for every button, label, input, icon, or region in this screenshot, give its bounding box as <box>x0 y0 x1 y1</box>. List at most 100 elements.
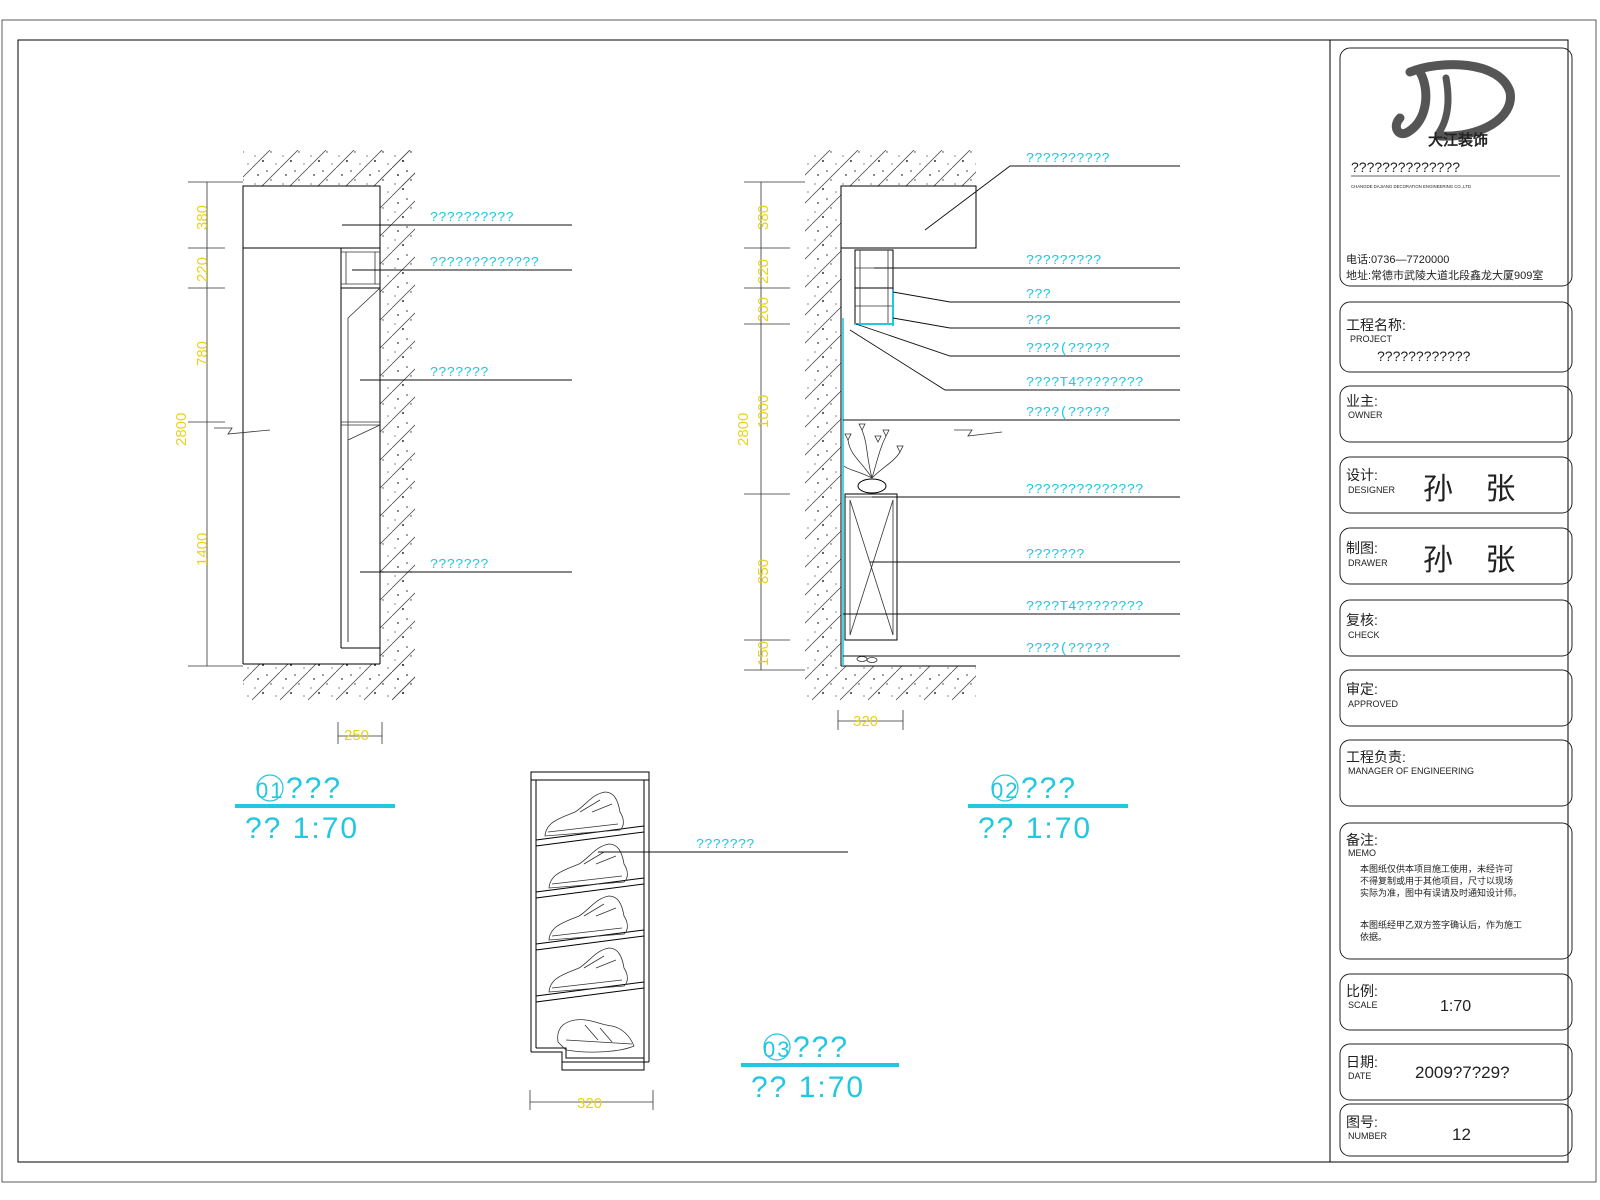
callout-01-1: ?????????? <box>430 210 514 226</box>
title-03-num: 03 <box>763 1037 791 1062</box>
elevation-02: 380 220 200 1000 850 150 2800 320 ??????… <box>735 150 1180 845</box>
manager-panel <box>1339 739 1573 807</box>
callout-02-11: ????(????? <box>1026 641 1110 657</box>
plant-decoration <box>843 423 904 494</box>
inner-frame <box>17 39 1569 1163</box>
title-03-text: ??? <box>793 1031 849 1064</box>
date-value: 2009?7?29? <box>1415 1063 1510 1082</box>
dim-01-d: 1400 <box>194 533 211 566</box>
dim-01-width: 250 <box>344 727 369 744</box>
dim-02-d: 1000 <box>755 395 772 428</box>
check-panel <box>1339 599 1573 657</box>
top-cabinet-01 <box>340 247 381 289</box>
callout-01-3: ??????? <box>430 365 489 381</box>
callout-02-2: ????????? <box>1026 253 1102 269</box>
project-en: PROJECT <box>1350 334 1393 344</box>
scale-panel <box>1339 973 1573 1031</box>
elevation-03: ??????? 320 03 ??? ?? 1:70 <box>529 771 899 1112</box>
title-block: 大江装饰 ?????????????? CHANGDE DAJIANG DECO… <box>1339 47 1573 1157</box>
manager-label: 工程负责: <box>1346 749 1406 765</box>
scale-01: ?? 1:70 <box>245 812 359 845</box>
ceiling-beam-01 <box>242 185 381 249</box>
callout-02-6: ????T4???????? <box>1026 375 1144 391</box>
title-01-num: 01 <box>256 778 284 803</box>
callout-02-10: ????T4???????? <box>1026 599 1144 615</box>
callout-02-9: ??????? <box>1026 547 1085 563</box>
memo-line2: 不得复制或用于其他项目，尺寸以现场 <box>1360 875 1513 886</box>
callout-02-8: ?????????????? <box>1026 482 1144 498</box>
designer-label: 设计: <box>1346 467 1378 483</box>
drawer-label: 制图: <box>1346 540 1378 556</box>
top-cabinet-02 <box>854 249 894 289</box>
title-02-num: 02 <box>991 778 1019 803</box>
approved-panel <box>1339 669 1573 727</box>
scale-value: 1:70 <box>1440 998 1471 1015</box>
dim-02-a: 380 <box>755 205 772 230</box>
memo-line5: 依据。 <box>1360 931 1387 942</box>
outer-frame <box>1 19 1597 1183</box>
callout-01-4: ??????? <box>430 557 489 573</box>
scale-03: ?? 1:70 <box>751 1071 865 1104</box>
check-label: 复核: <box>1346 612 1378 628</box>
callout-02-3: ??? <box>1026 287 1051 303</box>
dim-02-width: 320 <box>853 713 878 730</box>
scale-label: 比例: <box>1346 983 1378 999</box>
company-phone: 电话:0736—7720000 <box>1346 253 1449 266</box>
memo-label: 备注: <box>1346 832 1378 848</box>
callout-01-2: ????????????? <box>430 255 539 271</box>
callout-03-1: ??????? <box>696 837 755 853</box>
owner-panel <box>1339 385 1573 443</box>
number-en: NUMBER <box>1348 1131 1388 1141</box>
designer-value: 孙 张 <box>1423 473 1527 506</box>
callout-02-7: ????(????? <box>1026 405 1110 421</box>
shoe-icons <box>544 791 635 1053</box>
drawer-en: DRAWER <box>1348 558 1388 568</box>
project-panel <box>1339 301 1573 373</box>
callout-02-5: ????(????? <box>1026 341 1110 357</box>
memo-line4: 本图纸经甲乙双方签字确认后，作为施工 <box>1360 919 1522 930</box>
memo-line1: 本图纸仅供本项目施工使用，未经许可 <box>1360 863 1513 874</box>
elevation-01: 380 220 780 1400 2800 250 ?????????? ???… <box>173 150 572 845</box>
company-address: 地址:常德市武陵大道北段鑫龙大厦909室 <box>1346 268 1543 282</box>
dim-02-c: 200 <box>755 297 772 322</box>
dim-01-c: 780 <box>194 341 211 366</box>
number-panel <box>1339 1103 1573 1157</box>
designer-en: DESIGNER <box>1348 485 1396 495</box>
company-name: ?????????????? <box>1351 159 1460 175</box>
number-value: 12 <box>1452 1125 1471 1144</box>
memo-en: MEMO <box>1348 848 1376 858</box>
memo-line3: 实际为准，图中有误请及时通知设计师。 <box>1360 887 1522 898</box>
dim-02-f: 150 <box>755 641 772 666</box>
drawer-value: 孙 张 <box>1423 544 1527 577</box>
number-label: 图号: <box>1346 1114 1378 1130</box>
dim-01-total: 2800 <box>173 413 190 446</box>
project-value: ???????????? <box>1377 348 1471 364</box>
designer-panel <box>1339 456 1573 514</box>
owner-label: 业主: <box>1346 393 1378 409</box>
approved-en: APPROVED <box>1348 699 1399 709</box>
dim-03-width: 320 <box>577 1095 602 1112</box>
dim-02-e: 850 <box>755 559 772 584</box>
approved-label: 审定: <box>1346 681 1378 697</box>
dim-01-a: 380 <box>194 205 211 230</box>
scale-02: ?? 1:70 <box>978 812 1092 845</box>
dim-02-b: 220 <box>755 259 772 284</box>
company-logo: 大江装饰 <box>1391 60 1515 149</box>
date-en: DATE <box>1348 1071 1371 1081</box>
date-panel <box>1339 1043 1573 1101</box>
drawer-panel <box>1339 527 1573 585</box>
svg-text:大江装饰: 大江装饰 <box>1428 131 1488 149</box>
ceiling-beam-02 <box>840 185 977 249</box>
scale-en: SCALE <box>1348 1000 1378 1010</box>
dim-01-b: 220 <box>194 257 211 282</box>
check-en: CHECK <box>1348 630 1380 640</box>
memo-panel <box>1339 822 1573 960</box>
callout-02-4: ??? <box>1026 313 1051 329</box>
company-panel <box>1339 47 1573 287</box>
title-01-text: ??? <box>286 772 342 805</box>
project-label: 工程名称: <box>1346 317 1406 333</box>
date-label: 日期: <box>1346 1054 1378 1070</box>
base-cabinet-02 <box>844 493 898 641</box>
dim-02-total: 2800 <box>735 413 752 446</box>
